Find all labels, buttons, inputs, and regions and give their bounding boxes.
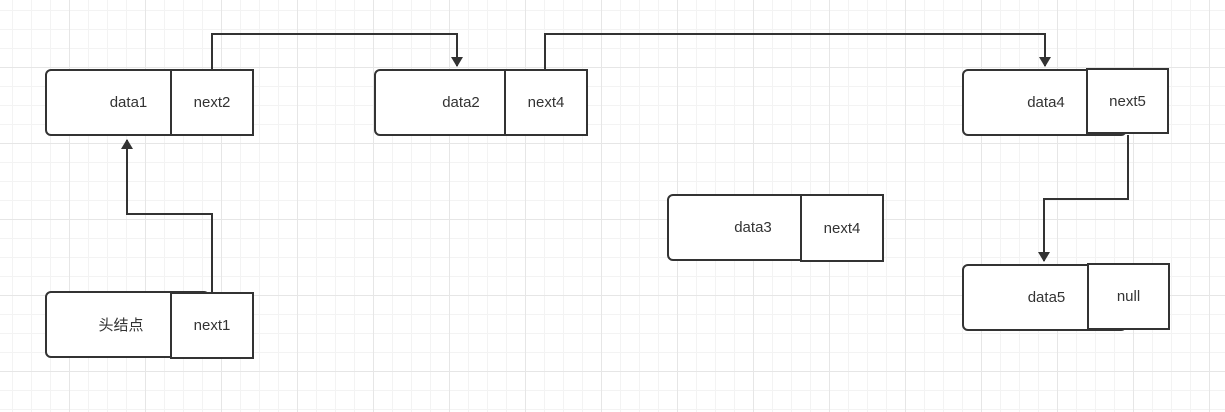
node-data3-data: data3	[734, 219, 772, 236]
node-data2-next: next4	[504, 69, 588, 136]
node-data4-data: data4	[1027, 94, 1065, 111]
node-data5-next: null	[1087, 263, 1170, 330]
arrow-data4-to-data5	[1038, 135, 1129, 262]
arrow-data2-to-data4	[544, 33, 1051, 69]
arrow-head-to-data1	[121, 139, 213, 292]
node-head-data: 头结点	[98, 317, 144, 334]
node-data5-data: data5	[1027, 289, 1066, 306]
node-data3-next: next4	[800, 194, 884, 262]
arrow-data1-to-data2	[211, 33, 463, 69]
node-head-next: next1	[170, 292, 254, 359]
node-data1-data: data1	[109, 94, 148, 111]
node-data4-next: next5	[1086, 68, 1169, 134]
node-data2-data: data2	[442, 94, 480, 111]
node-data1-next: next2	[170, 69, 254, 136]
